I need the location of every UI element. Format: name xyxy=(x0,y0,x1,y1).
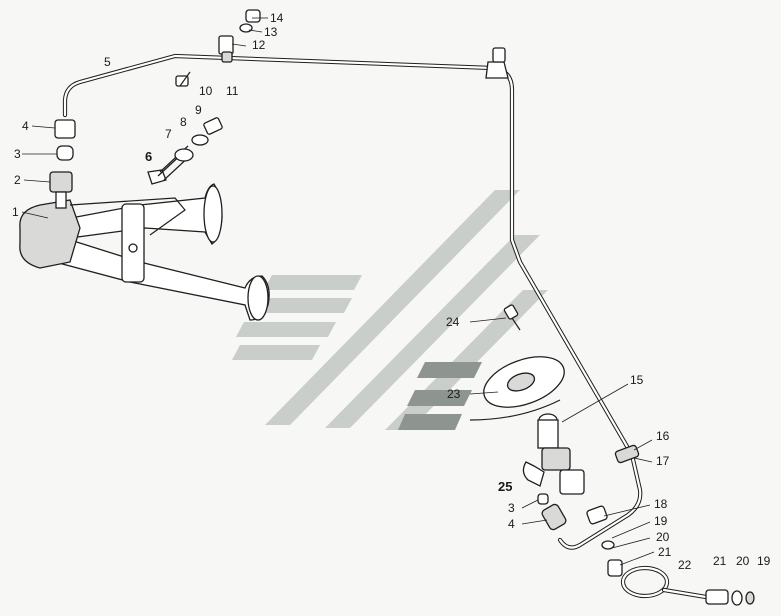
watermark-chevron-mid xyxy=(325,235,540,428)
leader-lines xyxy=(21,17,655,566)
watermark-bar-6 xyxy=(407,390,472,406)
callout-20-upper: 20 xyxy=(656,530,670,544)
callout-21-lower: 21 xyxy=(713,554,727,568)
air-horn-assembly xyxy=(19,183,270,321)
horn-upper-bell xyxy=(203,185,223,243)
sleeve-3-lower xyxy=(537,493,549,505)
callout-14: 14 xyxy=(270,11,284,25)
air-pipe xyxy=(62,53,643,550)
fitting-stack-left xyxy=(49,119,76,209)
callout-4-lower: 4 xyxy=(508,517,515,531)
watermark-bar-3 xyxy=(236,322,336,337)
horn-band-clamp xyxy=(121,203,145,283)
callout-3: 3 xyxy=(14,147,21,161)
horn-bracket xyxy=(69,197,186,236)
fastener-set-12-14 xyxy=(239,9,261,33)
horn-manifold xyxy=(19,199,81,269)
callout-22: 22 xyxy=(678,558,692,572)
pipe-clip-lower-right xyxy=(614,444,640,464)
washer-20-right xyxy=(731,590,743,606)
callout-4: 4 xyxy=(22,119,29,133)
pipe-clip-top-left xyxy=(218,35,234,63)
callout-11: 11 xyxy=(226,84,239,98)
callout-10: 10 xyxy=(199,84,213,98)
horn-bolt-head xyxy=(128,243,138,253)
bolt-10 xyxy=(175,71,191,87)
callout-5: 5 xyxy=(104,55,111,69)
washer-7 xyxy=(174,148,194,162)
callout-16: 16 xyxy=(656,429,670,443)
callout-25: 25 xyxy=(498,479,512,494)
watermark-logo xyxy=(232,190,548,430)
callout-23: 23 xyxy=(447,387,461,401)
fitting-2 xyxy=(49,171,73,193)
callout-19-upper: 19 xyxy=(654,514,668,528)
callout-20-lower: 20 xyxy=(736,554,750,568)
fastener-set-6-9 xyxy=(147,117,223,185)
callout-2: 2 xyxy=(14,173,21,187)
watermark-bar-4 xyxy=(232,345,320,360)
nut-14 xyxy=(245,9,261,23)
callout-8: 8 xyxy=(180,115,187,129)
watermark-bar-7 xyxy=(398,414,462,430)
callout-21-upper: 21 xyxy=(658,545,672,559)
fitting-2-stem xyxy=(55,191,67,209)
horn-lower-trumpet xyxy=(39,231,270,321)
coiled-pipe-22 xyxy=(607,559,755,606)
callout-24: 24 xyxy=(446,315,460,329)
horn-lower-bell xyxy=(247,275,269,321)
washer-13 xyxy=(239,23,253,33)
fitting-18 xyxy=(586,505,608,525)
watermark-bar-5 xyxy=(417,362,482,378)
callout-labels: 1 2 3 4 5 6 7 8 9 10 11 12 13 14 15 16 1… xyxy=(12,11,771,572)
union-nut-4 xyxy=(54,119,76,139)
mounting-plate-23 xyxy=(469,356,565,421)
callout-17: 17 xyxy=(656,454,670,468)
union-nut-21-left xyxy=(607,559,623,577)
callout-9: 9 xyxy=(195,103,202,117)
fitting-stack-lower xyxy=(537,493,567,531)
callout-6: 6 xyxy=(145,149,152,164)
union-nut-4-lower xyxy=(541,503,567,531)
callout-19-lower: 19 xyxy=(757,554,771,568)
callout-3-lower: 3 xyxy=(508,501,515,515)
watermark-bar-1 xyxy=(264,275,362,290)
union-nut-21-right xyxy=(705,589,729,605)
valve-15 xyxy=(537,413,585,495)
watermark-bar-2 xyxy=(250,298,352,313)
callout-13: 13 xyxy=(264,25,278,39)
sleeve-3 xyxy=(56,145,74,161)
seal-19-20 xyxy=(601,540,615,550)
clip-24 xyxy=(503,304,521,331)
callout-15: 15 xyxy=(630,373,644,387)
callout-1: 1 xyxy=(12,205,19,219)
seal-19-right xyxy=(745,591,755,605)
watermark-chevron-large xyxy=(265,190,520,425)
callout-7: 7 xyxy=(165,127,172,141)
elbow-25 xyxy=(522,461,545,487)
callout-18: 18 xyxy=(654,497,668,511)
pipe-clip-top-right xyxy=(485,47,509,79)
washer-8 xyxy=(191,134,209,146)
nut-9 xyxy=(203,117,223,135)
callout-12: 12 xyxy=(252,38,266,52)
